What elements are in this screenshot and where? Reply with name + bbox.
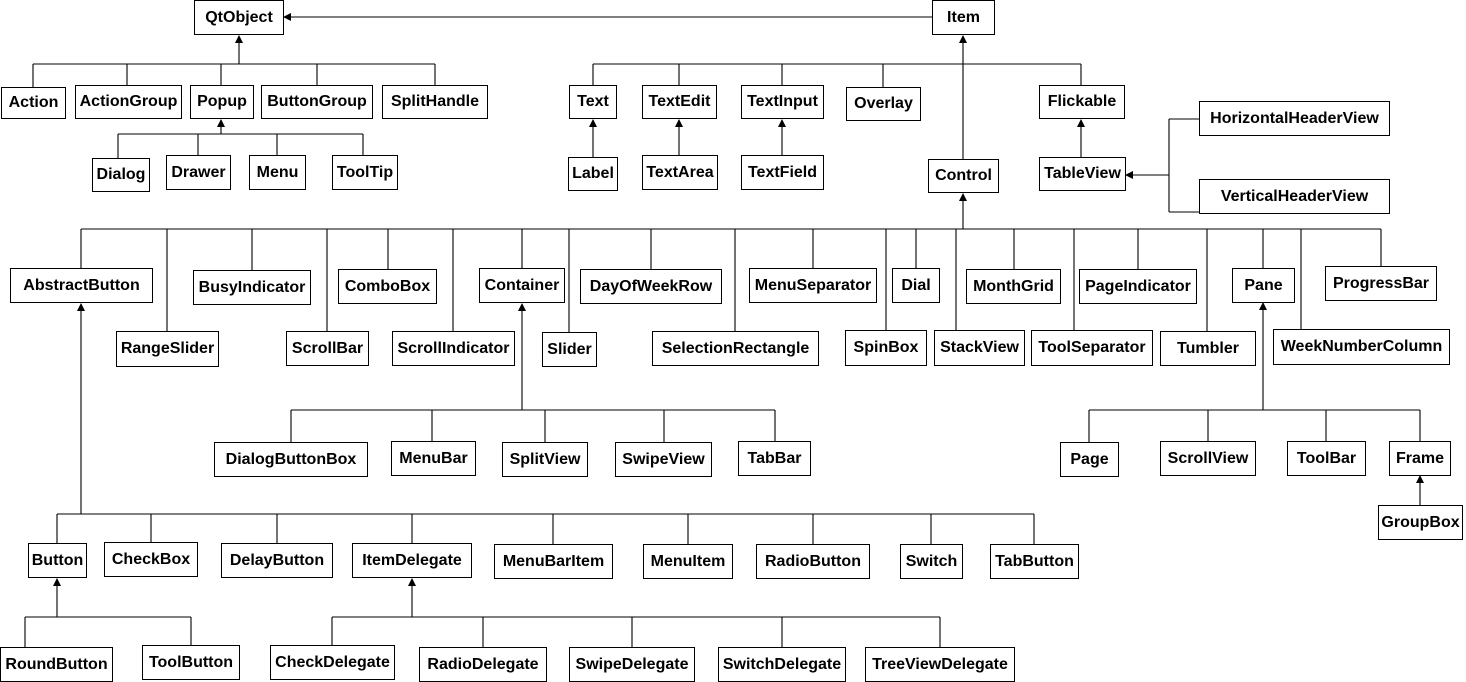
class-node-textinput: TextInput <box>741 85 824 119</box>
class-node-toolbutton: ToolButton <box>142 645 240 680</box>
class-node-abstractbutton: AbstractButton <box>10 268 153 303</box>
class-node-pane: Pane <box>1232 268 1295 303</box>
class-node-menuseparator: MenuSeparator <box>749 268 877 303</box>
class-node-tabbutton: TabButton <box>990 544 1079 579</box>
class-node-menuitem: MenuItem <box>643 544 733 579</box>
class-node-page: Page <box>1060 442 1119 477</box>
class-node-combobox: ComboBox <box>338 269 437 304</box>
class-node-itemdelegate: ItemDelegate <box>352 543 472 578</box>
class-node-spinbox: SpinBox <box>845 330 927 366</box>
class-node-checkdelegate: CheckDelegate <box>270 645 395 680</box>
class-node-weeknumbercolumn: WeekNumberColumn <box>1273 329 1450 365</box>
class-node-flickable: Flickable <box>1039 85 1125 119</box>
class-node-horizontalheaderview: HorizontalHeaderView <box>1199 101 1390 136</box>
class-node-qtobject: QtObject <box>194 0 284 35</box>
class-node-container: Container <box>479 268 565 303</box>
class-node-menubar: MenuBar <box>391 441 476 476</box>
class-node-tumbler: Tumbler <box>1160 331 1256 366</box>
class-node-monthgrid: MonthGrid <box>966 269 1061 304</box>
class-node-drawer: Drawer <box>166 155 231 190</box>
class-node-actiongroup: ActionGroup <box>75 85 182 119</box>
class-node-checkbox: CheckBox <box>104 542 198 577</box>
class-node-dial: Dial <box>892 268 940 303</box>
class-node-item: Item <box>932 0 995 35</box>
class-node-rangeslider: RangeSlider <box>116 331 219 367</box>
class-node-radiobutton: RadioButton <box>756 544 870 579</box>
class-node-textfield: TextField <box>741 155 824 190</box>
class-node-menu: Menu <box>249 155 306 190</box>
class-node-stackview: StackView <box>934 330 1025 366</box>
class-node-toolseparator: ToolSeparator <box>1031 330 1153 366</box>
class-node-scrollbar: ScrollBar <box>286 331 369 366</box>
class-node-control: Control <box>928 159 999 193</box>
class-node-action: Action <box>1 87 66 119</box>
class-node-tableview: TableView <box>1039 157 1126 191</box>
class-node-switch: Switch <box>900 544 963 579</box>
class-node-selectionrectangle: SelectionRectangle <box>652 331 819 366</box>
class-node-scrollview: ScrollView <box>1160 441 1256 476</box>
class-node-popup: Popup <box>190 85 254 119</box>
class-node-frame: Frame <box>1389 441 1451 476</box>
class-node-busyindicator: BusyIndicator <box>193 270 311 305</box>
class-node-dialogbuttonbox: DialogButtonBox <box>214 442 368 477</box>
class-node-textarea: TextArea <box>642 155 718 190</box>
class-node-switchdelegate: SwitchDelegate <box>718 647 846 682</box>
class-node-text: Text <box>569 85 617 119</box>
class-node-buttongroup: ButtonGroup <box>261 85 373 119</box>
class-node-roundbutton: RoundButton <box>0 647 113 682</box>
class-node-progressbar: ProgressBar <box>1325 266 1437 301</box>
class-node-toolbar: ToolBar <box>1287 441 1366 476</box>
class-node-dayofweekrow: DayOfWeekRow <box>580 269 722 304</box>
class-node-radiodelegate: RadioDelegate <box>419 647 547 682</box>
class-node-groupbox: GroupBox <box>1378 505 1463 540</box>
class-node-splitview: SplitView <box>502 442 588 477</box>
class-node-tabbar: TabBar <box>738 441 811 476</box>
class-node-splithandle: SplitHandle <box>382 85 488 119</box>
class-node-pageindicator: PageIndicator <box>1079 269 1197 304</box>
class-node-button: Button <box>28 543 87 578</box>
class-node-tooltip: ToolTip <box>332 155 398 190</box>
class-node-slider: Slider <box>542 332 597 367</box>
class-node-swipeview: SwipeView <box>615 442 712 477</box>
class-node-swipedelegate: SwipeDelegate <box>569 647 695 682</box>
class-node-textedit: TextEdit <box>642 85 717 119</box>
class-node-label: Label <box>568 157 618 191</box>
class-node-verticalheaderview: VerticalHeaderView <box>1199 179 1390 214</box>
class-node-dialog: Dialog <box>92 158 150 192</box>
class-node-scrollindicator: ScrollIndicator <box>392 331 515 366</box>
class-node-menubaritem: MenuBarItem <box>494 544 613 579</box>
class-node-delaybutton: DelayButton <box>221 543 333 578</box>
class-node-overlay: Overlay <box>846 87 921 121</box>
class-node-treeviewdelegate: TreeViewDelegate <box>865 647 1015 682</box>
